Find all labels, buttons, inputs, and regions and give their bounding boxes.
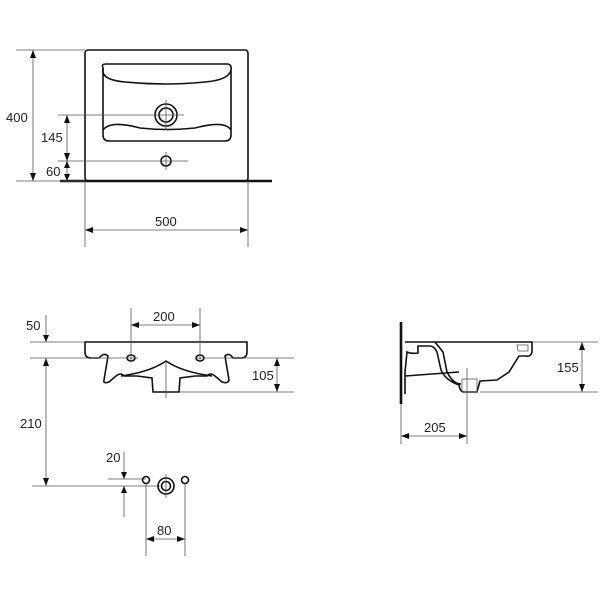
dim-205: 205 [424, 420, 446, 435]
dim-500: 500 [155, 214, 177, 229]
dim-105: 105 [252, 368, 274, 383]
dim-200: 200 [153, 309, 175, 324]
basin-profile-side [404, 341, 533, 394]
dim-50: 50 [26, 318, 40, 333]
dim-210: 210 [20, 416, 42, 431]
dim-155: 155 [557, 360, 579, 375]
dim-60: 60 [46, 164, 60, 179]
dim-80: 80 [157, 523, 171, 538]
dim-20: 20 [106, 450, 120, 465]
top-view: 400 145 60 500 [6, 49, 272, 247]
dim-145: 145 [41, 130, 63, 145]
front-view: 50 200 105 210 20 80 [20, 308, 294, 556]
side-view: 155 205 [399, 322, 598, 444]
basin-outline-front [84, 341, 248, 393]
dim-400: 400 [6, 110, 28, 125]
